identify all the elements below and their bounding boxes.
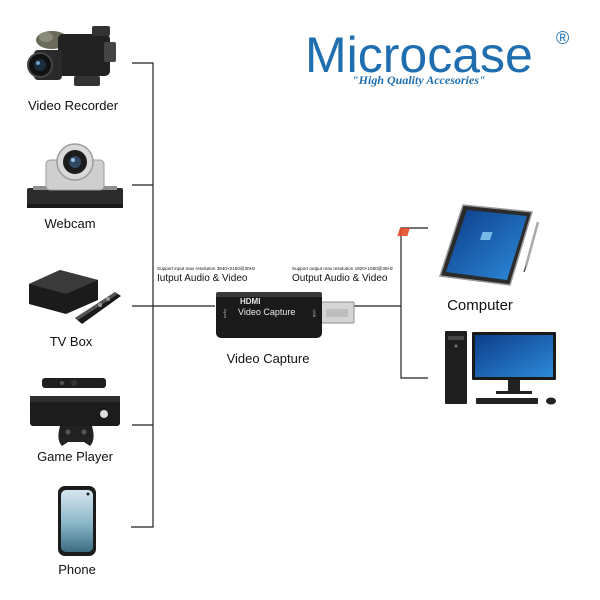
brand-name: Microcase — [305, 27, 533, 83]
device-label: Video Capture — [227, 351, 310, 366]
video-capture-device: HDMI Video Capture Input USB — [216, 292, 355, 338]
desktop-pc-icon — [445, 331, 556, 405]
input-label-game-player: Game Player — [37, 449, 114, 464]
input-caption: Iutput Audio & Video — [157, 273, 248, 284]
game-console-icon — [30, 378, 120, 446]
phone-icon — [58, 486, 96, 556]
device-usb-port-label: USB — [312, 309, 317, 318]
device-body-text: Video Capture — [238, 307, 295, 317]
input-spec-text: Support input max resolution 3840×2160@3… — [157, 266, 256, 271]
input-bus-line — [131, 62, 154, 528]
device-hdmi-logo: HDMI — [240, 297, 260, 306]
brand-tagline: "High Quality Accesories" — [352, 73, 486, 87]
webcam-icon — [27, 143, 123, 208]
connector-lines — [131, 62, 428, 528]
tv-box-icon — [29, 270, 121, 324]
registered-mark: ® — [556, 28, 569, 48]
input-label-phone: Phone — [58, 562, 96, 577]
input-label-video-recorder: Video Recorder — [28, 98, 119, 113]
output-spec-text: Support output max resolution 1920×1080@… — [292, 266, 394, 271]
output-label-computer: Computer — [447, 297, 513, 314]
input-label-tv-box: TV Box — [50, 334, 93, 349]
output-bus-line — [400, 227, 428, 379]
tablet-icon — [397, 204, 540, 286]
video-recorder-icon — [27, 26, 116, 86]
output-caption: Output Audio & Video — [292, 273, 388, 284]
device-input-port-label: Input — [223, 309, 228, 319]
input-label-webcam: Webcam — [44, 216, 95, 231]
